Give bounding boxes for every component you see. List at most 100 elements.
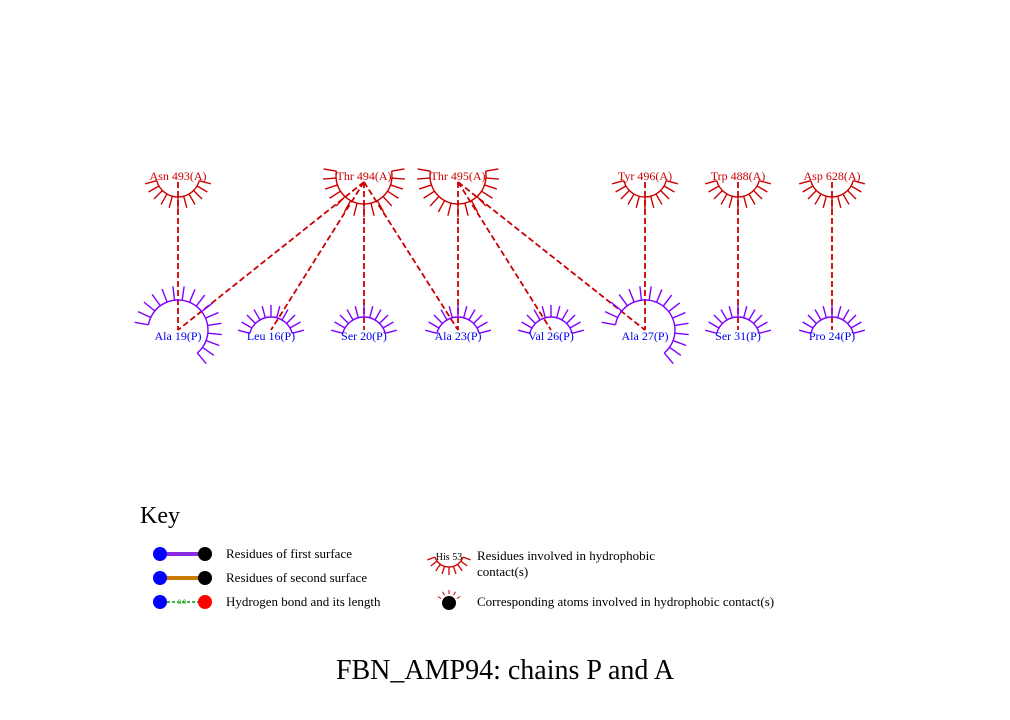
residue-a: Asn 493(A) bbox=[144, 169, 212, 209]
residue-spike bbox=[601, 321, 616, 326]
residue-spike bbox=[743, 196, 748, 209]
residue-spike bbox=[374, 309, 382, 321]
hydrophobic-arc-icon bbox=[427, 556, 471, 575]
residue-spike bbox=[324, 184, 338, 190]
residue-spike bbox=[188, 289, 196, 303]
residue-spike bbox=[390, 184, 404, 190]
residue-spike bbox=[569, 321, 581, 329]
residue-spike bbox=[429, 196, 440, 207]
residue-arc bbox=[434, 556, 464, 568]
residue-spike bbox=[430, 560, 438, 567]
residue-spike bbox=[343, 200, 352, 213]
residue-spike bbox=[387, 190, 399, 199]
residue-spike bbox=[323, 168, 337, 172]
residue-spike bbox=[668, 302, 681, 313]
residue-p-label: Ala 27(P) bbox=[622, 329, 669, 343]
residue-spike bbox=[635, 196, 640, 209]
residue-spike bbox=[611, 180, 624, 185]
residue-arc bbox=[810, 316, 854, 334]
residue-arc bbox=[716, 180, 760, 198]
residue-spike bbox=[391, 177, 405, 180]
residue-spike bbox=[464, 202, 469, 216]
residue-spike bbox=[759, 329, 772, 334]
contact-lines bbox=[177, 181, 833, 331]
residue-spike bbox=[650, 196, 655, 209]
residue-spike bbox=[463, 305, 468, 318]
residue-spike bbox=[479, 329, 492, 334]
residue-spike bbox=[207, 322, 222, 327]
residue-p-label: Leu 16(P) bbox=[247, 329, 295, 343]
black-atom bbox=[198, 571, 212, 585]
residue-spike bbox=[476, 196, 487, 207]
residue-spike bbox=[144, 180, 157, 185]
residue-spike bbox=[798, 180, 811, 185]
chain-p-residues: Ala 19(P)Leu 16(P)Ser 20(P)Ala 23(P)Val … bbox=[134, 286, 866, 365]
residue-spike bbox=[183, 196, 188, 209]
residue-spike bbox=[526, 314, 536, 324]
residue-spike bbox=[822, 305, 827, 318]
residue-spike bbox=[354, 305, 359, 318]
residue-spike bbox=[202, 346, 215, 357]
residue-p-label: Ser 20(P) bbox=[341, 329, 387, 343]
residue-spike bbox=[441, 566, 446, 575]
key-hydrophobic-residue-label: His 53 bbox=[436, 552, 462, 563]
residue-arc bbox=[429, 171, 487, 205]
residue-a: Tyr 496(A) bbox=[611, 169, 679, 209]
residue-spike bbox=[424, 329, 437, 334]
residue-spike bbox=[807, 190, 817, 200]
residue-p: Ala 19(P) bbox=[134, 286, 222, 365]
key-first-surface: Residues of first surface bbox=[153, 546, 352, 561]
atom-ray bbox=[453, 591, 456, 596]
residue-a-label: Thr 494(A) bbox=[337, 169, 392, 183]
residue-spike bbox=[485, 168, 499, 172]
blue-atom bbox=[153, 547, 167, 561]
residue-p: Pro 24(P) bbox=[798, 305, 866, 343]
residue-p: Ser 31(P) bbox=[704, 305, 772, 343]
key-first-surface-label: Residues of first surface bbox=[226, 546, 352, 561]
residue-spike bbox=[627, 193, 635, 205]
residue-spike bbox=[842, 193, 850, 205]
residue-spike bbox=[335, 196, 346, 207]
residue-spike bbox=[460, 560, 468, 567]
residue-p-label: Ala 19(P) bbox=[155, 329, 202, 343]
residue-spike bbox=[639, 286, 643, 301]
residue-spike bbox=[807, 314, 817, 324]
residue-spike bbox=[346, 309, 354, 321]
hydrophobic-contact-line bbox=[363, 181, 459, 331]
key-second-surface: Residues of second surface bbox=[153, 570, 367, 585]
residue-spike bbox=[674, 322, 689, 327]
key-second-surface-label: Residues of second surface bbox=[226, 570, 367, 585]
residue-p: Ala 23(P) bbox=[424, 305, 492, 343]
residue-spike bbox=[541, 305, 546, 318]
residue-a: Thr 495(A) bbox=[417, 168, 499, 217]
residue-spike bbox=[814, 193, 822, 205]
residue-arc bbox=[614, 299, 676, 354]
residue-spike bbox=[720, 309, 728, 321]
residue-spike bbox=[161, 288, 168, 303]
residue-spike bbox=[728, 196, 733, 209]
key-hydrophobic-label-2: contact(s) bbox=[477, 564, 528, 579]
atom-ray bbox=[456, 596, 461, 599]
residue-spike bbox=[385, 329, 398, 334]
residue-spike bbox=[604, 311, 619, 319]
residue-spike bbox=[666, 180, 679, 185]
residue-spike bbox=[376, 200, 385, 213]
residue-spike bbox=[517, 329, 530, 334]
residue-spike bbox=[853, 180, 866, 185]
residue-spike bbox=[842, 309, 850, 321]
residue-arc bbox=[436, 316, 480, 334]
residue-p: Ala 27(P) bbox=[601, 286, 689, 365]
key-title: Key bbox=[140, 503, 180, 529]
residue-spike bbox=[334, 321, 346, 329]
hbond-length-label: 3.0 bbox=[178, 600, 187, 606]
black-atom bbox=[198, 547, 212, 561]
residue-spike bbox=[241, 321, 253, 329]
residue-spike bbox=[798, 329, 811, 334]
atom-ray bbox=[442, 591, 445, 596]
residue-a: Thr 494(A) bbox=[323, 168, 405, 217]
residue-spike bbox=[292, 329, 305, 334]
residue-spike bbox=[566, 314, 576, 324]
key-hbond: 3.0 Hydrogen bond and its length bbox=[153, 594, 381, 609]
residue-spike bbox=[802, 185, 814, 193]
figure-title: FBN_AMP94: chains P and A bbox=[336, 655, 675, 686]
